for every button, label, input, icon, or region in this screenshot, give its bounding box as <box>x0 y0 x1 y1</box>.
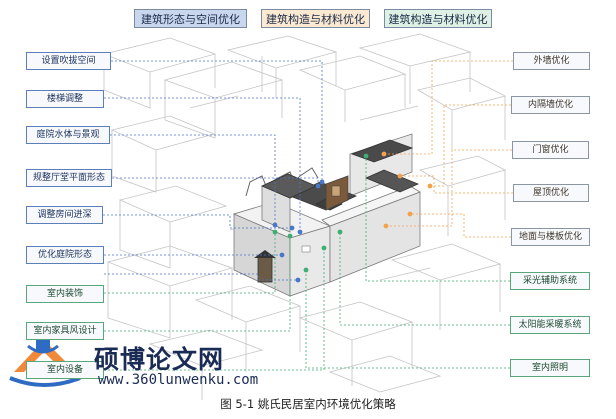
label-indoor-lighting: 室内照明 <box>510 359 590 377</box>
connector-dots <box>272 151 433 283</box>
label-room-depth: 调整房间进深 <box>26 206 103 224</box>
label-courtyard-water: 庭院水体与景观 <box>26 126 110 144</box>
label-daylight-system: 采光辅助系统 <box>510 272 590 290</box>
label-exterior-wall: 外墙优化 <box>513 52 590 70</box>
entrance-gate <box>257 255 273 283</box>
label-courtyard-form: 优化庭院形态 <box>26 246 104 264</box>
house-model <box>232 133 421 297</box>
gate-roof <box>254 250 276 258</box>
label-atrium-space: 设置吹拔空间 <box>26 52 111 70</box>
left-leader-lines <box>103 60 323 281</box>
roof-right <box>364 169 420 193</box>
label-floor-slab: 地面与楼板优化 <box>511 228 590 246</box>
gable-wall <box>245 167 319 197</box>
legend-construction-material-1: 建筑构造与材料优化 <box>261 9 370 28</box>
front-window <box>301 245 311 253</box>
watermark-url: www.360lunwenku.com <box>98 372 259 388</box>
background-wireframe <box>102 33 507 400</box>
watermark-name: 硕博论文网 <box>94 345 225 374</box>
label-interior-furniture: 室内家具风设计 <box>26 322 104 340</box>
label-roof: 屋顶优化 <box>513 184 589 202</box>
legend-form-space: 建筑形态与空间优化 <box>134 9 247 28</box>
label-hall-plan: 规整厅堂平面形态 <box>26 169 112 187</box>
figure-caption: 图 5-1 姚氏民居室内环境优化策略 <box>220 397 396 411</box>
courtyard-window <box>331 185 341 197</box>
label-partition-wall: 内隔墙优化 <box>511 96 590 114</box>
label-interior-equipment: 室内设备 <box>26 361 104 379</box>
right-leader-lines <box>384 60 513 238</box>
label-doors-windows: 门窗优化 <box>512 141 589 159</box>
label-solar-heating: 太阳能采暖系统 <box>510 316 590 334</box>
right-green-leader-lines <box>305 156 510 369</box>
left-green-leader-lines <box>104 232 325 371</box>
legend-construction-material-2: 建筑构造与材料优化 <box>384 9 492 28</box>
label-stair-adjustment: 楼梯调整 <box>26 90 104 108</box>
label-interior-decoration: 室内装饰 <box>26 285 104 303</box>
